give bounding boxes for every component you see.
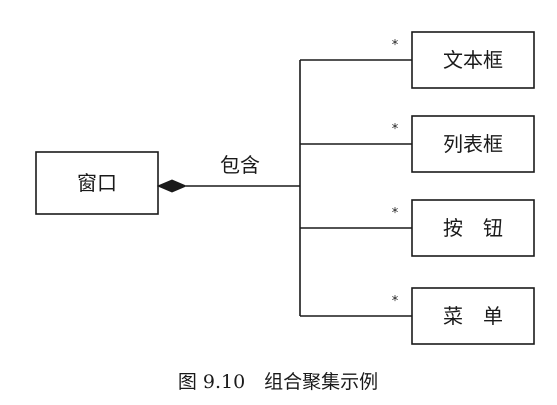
part-label-4: 菜 单 bbox=[443, 304, 503, 328]
window-box bbox=[35, 151, 159, 215]
part-label-2: 列表框 bbox=[443, 132, 503, 156]
window-label: 窗口 bbox=[77, 171, 117, 195]
association-label: 包含 bbox=[220, 153, 260, 177]
part-box-list-box bbox=[411, 115, 535, 173]
multiplicity-3: * bbox=[392, 206, 399, 221]
part-label-3: 按 钮 bbox=[443, 216, 503, 240]
multiplicity-2: * bbox=[392, 122, 399, 137]
part-box-button bbox=[411, 199, 535, 257]
figure-caption: 图 9.10 组合聚集示例 bbox=[178, 371, 378, 393]
multiplicity-4: * bbox=[392, 294, 399, 309]
part-box-text-field bbox=[411, 31, 535, 89]
part-label-1: 文本框 bbox=[443, 48, 503, 72]
part-box-menu bbox=[411, 287, 535, 345]
multiplicity-1: * bbox=[392, 38, 399, 53]
composition-diamond bbox=[156, 179, 188, 193]
